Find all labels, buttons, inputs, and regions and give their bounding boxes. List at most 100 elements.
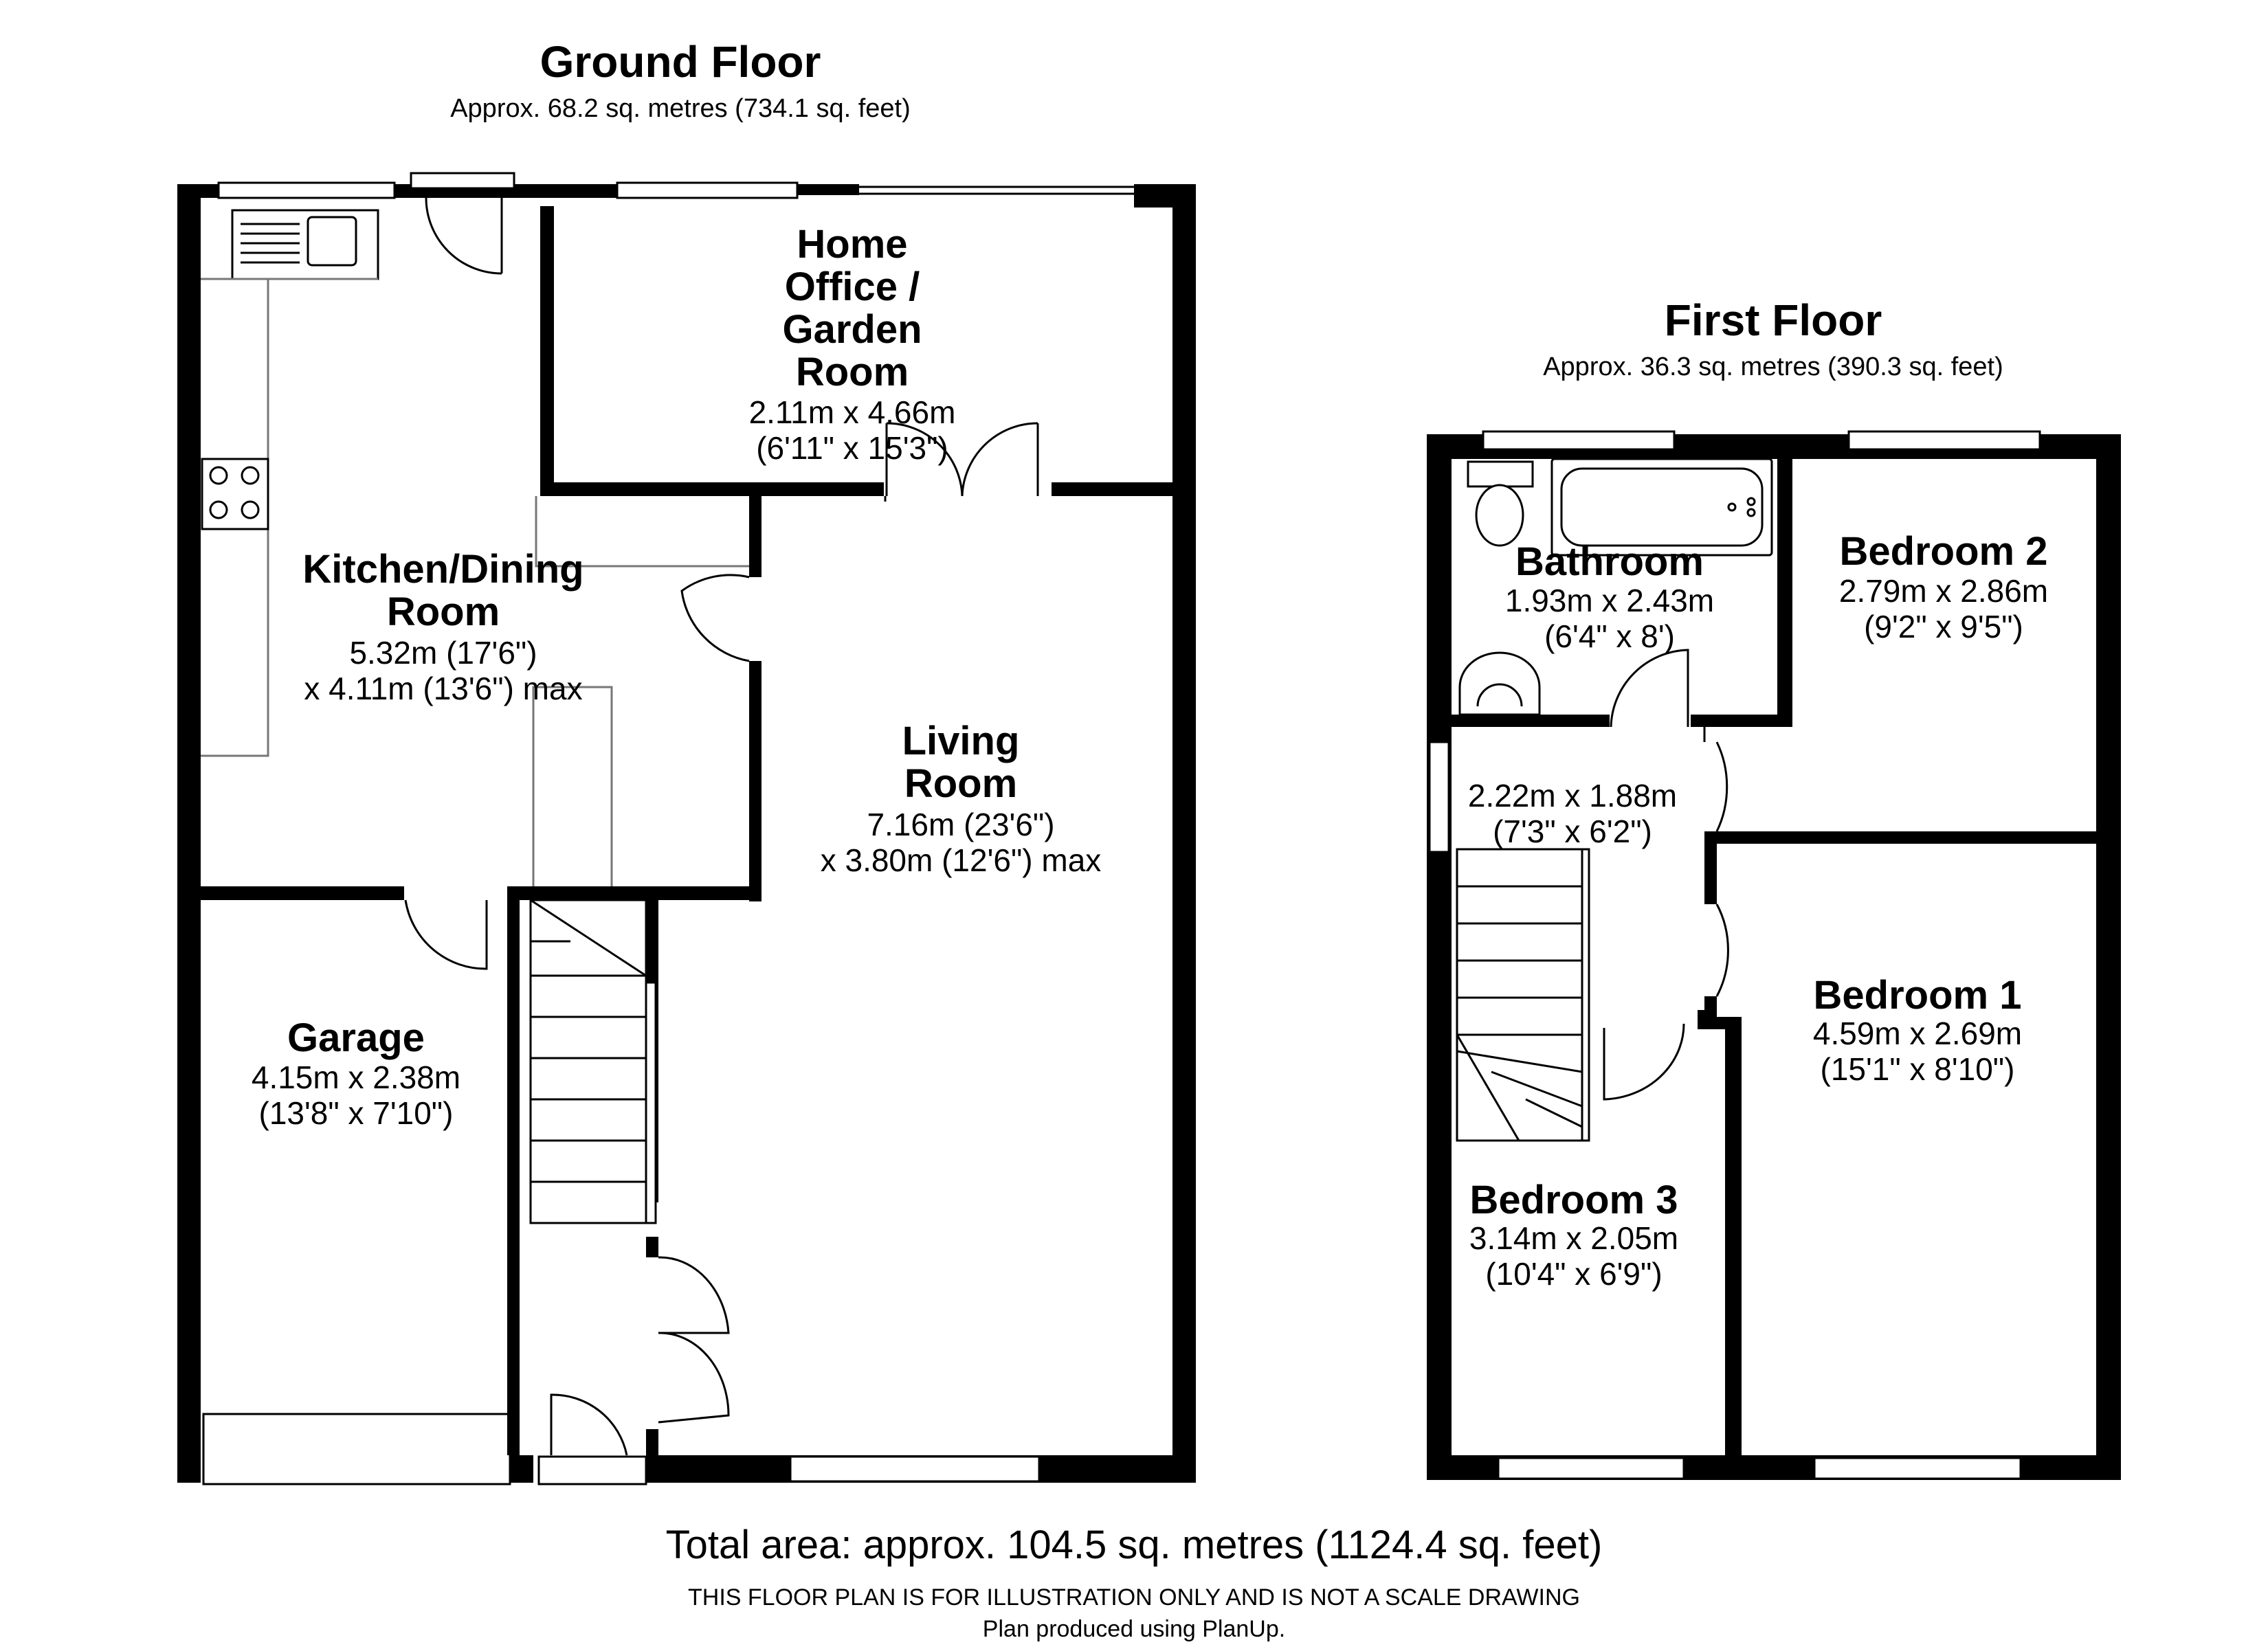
room-name: Room bbox=[387, 590, 500, 634]
room-dims: (6'4" x 8') bbox=[1544, 618, 1675, 654]
credit: Plan produced using PlanUp. bbox=[983, 1616, 1285, 1642]
door-swing bbox=[680, 574, 750, 662]
wall bbox=[1777, 459, 1792, 727]
wall bbox=[1172, 184, 1196, 1483]
wall bbox=[540, 482, 884, 496]
window bbox=[1482, 430, 1676, 451]
staircase-icon bbox=[529, 899, 657, 1224]
front-door-threshold bbox=[537, 1455, 647, 1485]
room-dims: x 3.80m (12'6") max bbox=[821, 842, 1102, 878]
room-kitchen-dining: Kitchen/Dining Room 5.32m (17'6") x 4.11… bbox=[302, 547, 583, 706]
toilet-icon bbox=[1475, 484, 1524, 547]
wall bbox=[177, 184, 201, 1483]
understairs bbox=[532, 686, 613, 886]
bath-icon bbox=[1550, 458, 1773, 557]
room-dims: 2.79m x 2.86m bbox=[1839, 573, 2048, 609]
door-swing bbox=[884, 422, 1039, 502]
first-floor-plan bbox=[1427, 430, 2121, 1480]
room-dims: x 4.11m (13'6") max bbox=[304, 671, 582, 706]
room-bathroom: Bathroom 1.93m x 2.43m (6'4" x 8') bbox=[1505, 539, 1714, 654]
first-floor-title: First Floor bbox=[1665, 295, 1882, 345]
room-living: Living Room 7.16m (23'6") x 3.80m (12'6"… bbox=[821, 719, 1102, 878]
room-bedroom-2: Bedroom 2 2.79m x 2.86m (9'2" x 9'5") bbox=[1839, 529, 2048, 644]
room-dims: 4.59m x 2.69m bbox=[1813, 1016, 2022, 1051]
wall bbox=[507, 886, 520, 1455]
toilet-cistern bbox=[1467, 460, 1534, 488]
room-dims: 2.22m x 1.88m bbox=[1468, 778, 1677, 814]
garage-door bbox=[202, 1413, 511, 1485]
wall bbox=[749, 496, 761, 577]
wall bbox=[521, 184, 623, 195]
room-name: Bathroom bbox=[1515, 539, 1704, 584]
room-name: Office / bbox=[785, 265, 920, 309]
room-dims: 5.32m (17'6") bbox=[349, 635, 537, 671]
wall bbox=[1704, 831, 2096, 844]
room-dims: (10'4" x 6'9") bbox=[1485, 1256, 1662, 1292]
room-dims: (13'8" x 7'10") bbox=[259, 1095, 454, 1131]
room-home-office: Home Office / Garden Room 2.11m x 4.66m … bbox=[749, 222, 956, 466]
wall bbox=[646, 1237, 658, 1257]
wall bbox=[509, 1455, 533, 1483]
room-name: Bedroom 3 bbox=[1470, 1178, 1678, 1222]
door-swing bbox=[550, 1393, 628, 1456]
wall bbox=[1698, 1017, 1742, 1029]
staircase-icon bbox=[1456, 848, 1590, 1142]
total-area: Total area: approx. 104.5 sq. metres (11… bbox=[666, 1523, 1603, 1567]
chimney-breast bbox=[535, 496, 749, 568]
room-name: Room bbox=[796, 350, 909, 394]
disclaimer: THIS FLOOR PLAN IS FOR ILLUSTRATION ONLY… bbox=[688, 1584, 1580, 1611]
window bbox=[1813, 1457, 2022, 1480]
door-swing bbox=[1715, 904, 1729, 997]
room-name: Room bbox=[904, 761, 1017, 806]
room-dims: (15'1" x 8'10") bbox=[1821, 1051, 2015, 1087]
door-swing bbox=[658, 1256, 730, 1424]
room-dims: (7'3" x 6'2") bbox=[1493, 814, 1652, 849]
room-dims: 7.16m (23'6") bbox=[867, 807, 1054, 842]
room-name: Home bbox=[797, 222, 907, 267]
worktop bbox=[201, 279, 269, 757]
room-dims: 1.93m x 2.43m bbox=[1505, 583, 1714, 618]
first-floor-area: Approx. 36.3 sq. metres (390.3 sq. feet) bbox=[1543, 352, 2003, 381]
room-dims: 3.14m x 2.05m bbox=[1469, 1220, 1678, 1256]
wall bbox=[646, 1429, 658, 1457]
room-garage: Garage 4.15m x 2.38m (13'8" x 7'10") bbox=[252, 1016, 460, 1131]
window bbox=[1497, 1457, 1685, 1480]
room-dims: 4.15m x 2.38m bbox=[252, 1059, 460, 1095]
window bbox=[1847, 430, 2041, 451]
wall bbox=[1452, 715, 1610, 727]
room-name: Bedroom 2 bbox=[1840, 529, 2048, 574]
window bbox=[410, 172, 515, 190]
wall bbox=[1725, 1024, 1742, 1455]
wall bbox=[1052, 482, 1175, 496]
wall bbox=[2096, 434, 2121, 1458]
window bbox=[1428, 741, 1450, 853]
window bbox=[616, 181, 799, 199]
wall bbox=[1704, 996, 1717, 1010]
room-name: Garden bbox=[782, 307, 922, 352]
wall bbox=[540, 206, 554, 495]
room-dims: (6'11" x 15'3") bbox=[756, 430, 948, 466]
room-bedroom-1: Bedroom 1 4.59m x 2.69m (15'1" x 8'10") bbox=[1813, 973, 2022, 1087]
wall bbox=[797, 184, 859, 195]
door-swing bbox=[404, 899, 488, 970]
room-name: Living bbox=[902, 719, 1020, 763]
room-dims: (9'2" x 9'5") bbox=[1864, 609, 2023, 644]
room-name: Bedroom 1 bbox=[1814, 973, 2022, 1018]
wall bbox=[1691, 715, 1792, 727]
room-name: Kitchen/Dining bbox=[302, 547, 583, 592]
door-swing bbox=[425, 197, 503, 275]
wall bbox=[1134, 184, 1196, 207]
room-bedroom-3: Bedroom 3 3.14m x 2.05m (10'4" x 6'9") bbox=[1469, 1178, 1678, 1292]
door-swing bbox=[1610, 649, 1689, 728]
wall bbox=[1704, 844, 1717, 904]
wall bbox=[177, 886, 404, 900]
wall bbox=[1427, 434, 1452, 1458]
wall bbox=[507, 886, 761, 900]
door-swing bbox=[1603, 1023, 1685, 1101]
ground-floor-plan bbox=[177, 172, 1196, 1485]
window bbox=[789, 1455, 1041, 1483]
room-dims: 2.11m x 4.66m bbox=[749, 394, 956, 430]
ground-floor-area: Approx. 68.2 sq. metres (734.1 sq. feet) bbox=[450, 94, 911, 123]
window bbox=[217, 181, 396, 199]
